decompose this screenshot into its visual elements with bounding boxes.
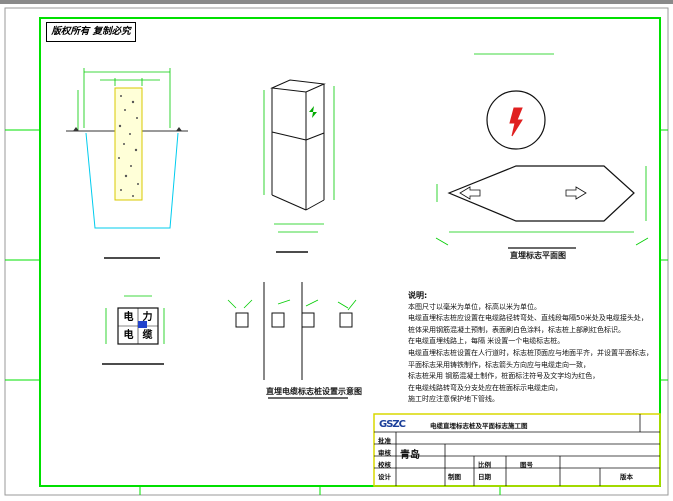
- plate-char-2: 力: [142, 312, 153, 323]
- tb-scale-label: 比例: [478, 461, 491, 469]
- notes-line: 平面标志采用铸铁制作，标志箭头方向应与电缆走向一致，: [408, 360, 590, 369]
- drawing-title: 电缆直埋标志桩及平面标志施工图: [430, 422, 528, 430]
- post-isometric: [263, 79, 335, 253]
- tb-row-approve: 批准: [378, 437, 391, 445]
- frame-ticks: [5, 129, 668, 495]
- notes-line: 电缆直埋标志桩应设置在电缆路径转弯处、直线段每隔50米处及电缆接头处，: [408, 314, 648, 323]
- notes-line: 在电缆直埋线路上，每隔 米设置一个电缆标志桩。: [408, 337, 565, 346]
- plan-view-label: 直埋标志平面图: [510, 251, 566, 260]
- plate-char-1: 电: [123, 312, 134, 323]
- marker-plate: [102, 295, 165, 365]
- plate-char-3: 电: [123, 330, 134, 341]
- tb-stamp: 青岛: [400, 450, 420, 461]
- diamond-sign: [435, 165, 649, 249]
- inner-frame: [39, 17, 661, 487]
- tb-row-design: 设计: [378, 473, 391, 481]
- notes-line: 在电缆线路转弯及分支处应在桩面标示电缆走向，: [408, 383, 562, 392]
- notes-line: 电缆直埋标志桩设置在人行道时，标志桩顶面应与地面平齐，并设置平面标志，: [408, 348, 653, 357]
- notes-block: 说明: 本图尺寸以毫米为单位，标高以米为单位。 电缆直埋标志桩应设置在电缆路径转…: [408, 290, 660, 406]
- layout-schematic: [227, 282, 357, 399]
- layout-view-label: 直埋电缆标志桩设置示意图: [266, 387, 362, 396]
- notes-title: 说明:: [408, 291, 428, 300]
- plate-char-4: 缆: [142, 330, 153, 341]
- notes-line: 标志桩采用 钢筋混凝土制作，桩面标注符号及文字均为红色，: [408, 372, 600, 381]
- notes-line: 桩体采用钢筋混凝土预制，表面刷白色涂料，标志桩上部刷红色标识。: [408, 325, 625, 334]
- title-block: [373, 413, 661, 487]
- outer-frame: [4, 7, 669, 496]
- window-top-bar: [0, 0, 673, 4]
- company-logo: GSZC: [379, 419, 406, 430]
- notes-line: 本图尺寸以毫米为单位，标高以米为单位。: [408, 302, 541, 311]
- tb-date-label: 日期: [478, 473, 491, 481]
- tb-row-review: 审核: [378, 449, 391, 457]
- tb-row-draw: 制图: [448, 473, 461, 481]
- tb-sheet-label: 图号: [520, 461, 533, 469]
- tb-row-check: 校核: [378, 461, 391, 469]
- notes-line: 施工时应注意保护地下管线。: [408, 395, 499, 404]
- round-sign: [474, 53, 554, 150]
- copyright-box: 版权所有 复制必究: [46, 22, 136, 42]
- tb-version-label: 版本: [620, 473, 633, 481]
- trench-section: [66, 68, 188, 259]
